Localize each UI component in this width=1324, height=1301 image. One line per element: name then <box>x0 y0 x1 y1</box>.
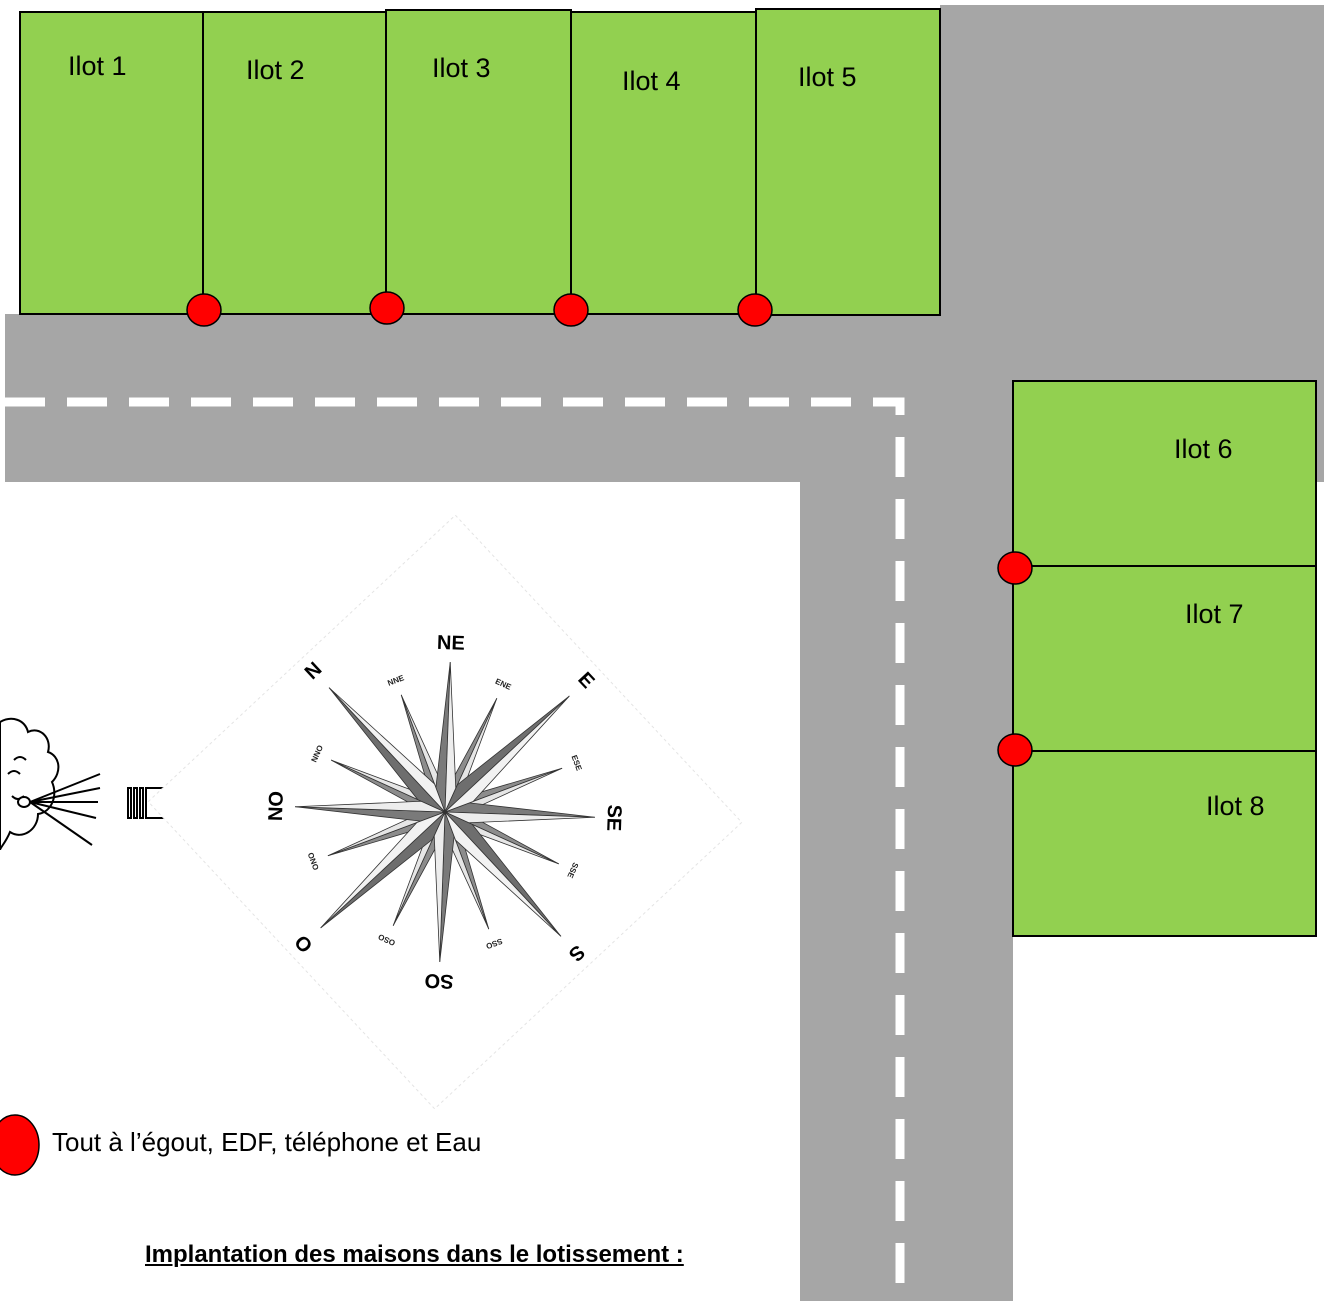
utility-connection-marker-icon <box>553 293 589 327</box>
utility-connection-marker-icon <box>997 733 1033 767</box>
lot-5[interactable] <box>755 8 941 316</box>
lot-label: Ilot 4 <box>622 66 681 96</box>
legend-utility-text: Tout à l’égout, EDF, téléphone et Eau <box>52 1127 482 1157</box>
road-vertical <box>800 314 1013 1301</box>
utility-connection-marker-icon <box>997 551 1033 585</box>
compass-label: SO <box>424 969 454 992</box>
lot-label: Ilot 5 <box>798 62 857 92</box>
lot-label: Ilot 7 <box>1185 599 1244 629</box>
utility-connection-marker-icon <box>737 293 773 327</box>
utility-markers <box>186 291 1033 767</box>
lot-label: Ilot 8 <box>1206 791 1265 821</box>
lot-2[interactable] <box>202 11 387 315</box>
lot-8[interactable] <box>1012 750 1317 937</box>
compass-point <box>444 695 570 813</box>
compass-point <box>444 811 562 937</box>
utility-connection-marker-icon <box>186 293 222 327</box>
road-center-line <box>5 397 905 1301</box>
lot-7[interactable] <box>1012 565 1317 752</box>
lot-label: Ilot 1 <box>68 51 127 81</box>
lot-label: Ilot 2 <box>246 55 305 85</box>
compass-point <box>320 811 446 929</box>
lot-1[interactable] <box>19 11 204 315</box>
legend-utility-marker-icon <box>0 1114 40 1176</box>
wind-cloud-icon <box>0 717 101 851</box>
road-north-east <box>940 5 1324 368</box>
lot-6[interactable] <box>1012 380 1317 567</box>
lot-label: Ilot 6 <box>1174 434 1233 464</box>
utility-connection-marker-icon <box>369 291 405 325</box>
lot-4[interactable] <box>570 11 757 315</box>
compass-label: NO <box>265 791 288 822</box>
page-title: Implantation des maisons dans le lotisse… <box>145 1241 684 1268</box>
compass-star-points <box>295 662 595 962</box>
compass-label: SE <box>602 804 625 831</box>
lots: Ilot 1 Ilot 2 Ilot 3 Ilot 4 Ilot 5 Ilot … <box>19 8 1317 937</box>
lot-label: Ilot 3 <box>432 53 491 83</box>
compass-point <box>328 687 446 813</box>
compass-label: NE <box>437 632 466 655</box>
lot-3[interactable] <box>385 9 572 315</box>
